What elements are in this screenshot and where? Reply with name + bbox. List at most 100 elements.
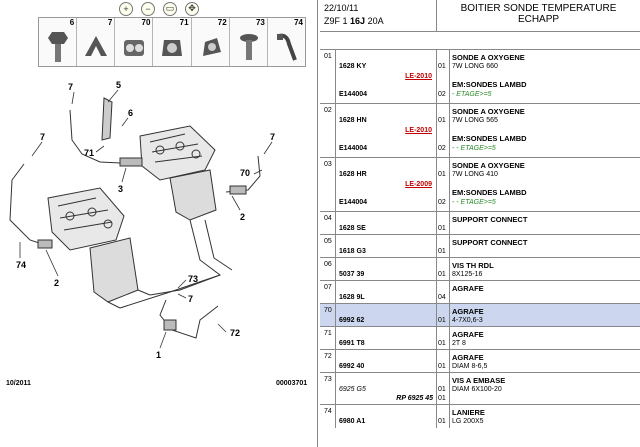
quantity: 01 — [438, 363, 446, 370]
desc-cell: SUPPORT CONNECT — [450, 235, 640, 257]
quantity: 01 — [438, 225, 446, 232]
quantity: 01 — [438, 317, 446, 324]
part-description: VIS A EMBASE — [452, 376, 506, 385]
callout-label: 6 — [128, 108, 133, 118]
zoom-toolbar: + − ▭ ✥ — [0, 0, 318, 17]
table-row[interactable]: 71 6991 T8 01 AGRAFE 2T 8 — [320, 327, 640, 350]
ref-cell: 5037 39 — [336, 258, 437, 280]
row-number: 05 — [320, 235, 336, 257]
part-reference: 6991 T8 — [339, 340, 365, 347]
part-thumb-73[interactable]: 73 — [230, 18, 268, 66]
table-row[interactable]: 74 6980 A1 01 LANIERE LG 200X5 — [320, 405, 640, 428]
qty-cell: 04 — [437, 281, 450, 303]
header-spacer — [320, 32, 640, 50]
quantity: 01 — [438, 418, 446, 425]
catalog-date: 22/10/11 — [324, 3, 359, 13]
ref-cell: 1628 KY LE-2010 E144004 — [336, 50, 437, 103]
replacement-reference: RP 6925 45 — [396, 395, 433, 402]
desc-cell: VIS A EMBASE DIAM 6X100-20 — [450, 373, 640, 404]
ref-cell: 6992 62 — [336, 304, 437, 326]
part-description: EM:SONDES LAMBD — [452, 134, 527, 143]
table-row[interactable]: 06 5037 39 01 VIS TH RDL 8X125-16 — [320, 258, 640, 281]
part-spec: DIAM 8-6,5 — [452, 363, 488, 370]
secondary-reference: E144004 — [339, 145, 368, 152]
callout-label: 70 — [240, 168, 250, 178]
model-code: Z9F 1 16J 20A — [324, 16, 384, 26]
qty-cell: 01 — [437, 350, 450, 372]
table-row[interactable]: 04 1628 SE 01 SUPPORT CONNECT — [320, 212, 640, 235]
part-description: AGRAFE — [452, 330, 484, 339]
desc-cell: SONDE A OXYGENE 7W LONG 410 EM:SONDES LA… — [450, 158, 640, 211]
callout-label: 71 — [84, 148, 94, 158]
part-number: 73 — [255, 18, 265, 27]
lot-link[interactable]: LE-2010 — [405, 127, 432, 134]
secondary-reference: E144004 — [339, 91, 368, 98]
table-row[interactable]: 02 1628 HN LE-2010 E144004 01 02 SONDE A… — [320, 104, 640, 158]
part-spec: 2T 8 — [452, 340, 466, 347]
part-thumb-71[interactable]: 71 — [153, 18, 192, 66]
part-thumb-7[interactable]: 7 — [77, 18, 116, 66]
superseded-reference: 6925 G5 — [339, 386, 366, 393]
row-number: 03 — [320, 158, 336, 211]
part-number: 72 — [217, 18, 227, 27]
quantity: 02 — [438, 91, 446, 98]
quantity: 01 — [438, 171, 446, 178]
part-description: LANIERE — [452, 408, 485, 417]
quantity: 01 — [438, 248, 446, 255]
row-number: 72 — [320, 350, 336, 372]
cable-tie-icon — [276, 33, 297, 61]
qty-cell: 01 — [437, 304, 450, 326]
part-description: SUPPORT CONNECT — [452, 215, 528, 224]
desc-cell: SUPPORT CONNECT — [450, 212, 640, 234]
diagram-panel: + − ▭ ✥ 6 7 70 71 72 73 74 — [0, 0, 318, 447]
table-row[interactable]: 05 1618 G3 01 SUPPORT CONNECT — [320, 235, 640, 258]
table-row[interactable]: 72 6992 40 01 AGRAFE DIAM 8-6,5 — [320, 350, 640, 373]
part-thumb-74[interactable]: 74 — [268, 18, 305, 66]
part-number: 71 — [179, 18, 189, 27]
callout-label: 7 — [270, 132, 275, 142]
zoom-fit-icon[interactable]: ▭ — [163, 1, 177, 16]
lot-link[interactable]: LE-2010 — [405, 73, 432, 80]
table-row[interactable]: 03 1628 HR LE-2009 E144004 01 02 SONDE A… — [320, 158, 640, 212]
part-description: EM:SONDES LAMBD — [452, 80, 527, 89]
callout-label: 73 — [188, 274, 198, 284]
screw-icon — [239, 34, 258, 60]
part-reference: 6980 A1 — [339, 418, 366, 425]
ref-cell: 1628 SE — [336, 212, 437, 234]
zoom-out-icon[interactable]: − — [141, 1, 155, 16]
part-description: SONDE A OXYGENE — [452, 107, 525, 116]
part-description: SONDE A OXYGENE — [452, 161, 525, 170]
part-reference: 6992 62 — [339, 317, 365, 324]
qty-cell: 01 02 — [437, 104, 450, 157]
table-row[interactable]: 73 6925 G5 RP 6925 45 01 01 VIS A EMBASE… — [320, 373, 640, 405]
callout-label: 3 — [118, 184, 123, 194]
qty-cell: 01 — [437, 405, 450, 428]
diagram-code: 00003701 — [276, 380, 308, 387]
callout-label: 7 — [68, 82, 73, 92]
part-thumb-70[interactable]: 70 — [115, 18, 154, 66]
table-row[interactable]: 01 1628 KY LE-2010 E144004 01 02 SONDE A… — [320, 50, 640, 104]
qty-cell: 01 02 — [437, 50, 450, 103]
part-reference: 1618 G3 — [339, 248, 366, 255]
table-row[interactable]: 07 1628 9L 04 AGRAFE — [320, 281, 640, 304]
zoom-pan-icon[interactable]: ✥ — [185, 1, 199, 16]
exploded-view-diagram: 5 6 7 71 3 7 70 2 7 74 2 73 7 72 1 — [9, 80, 275, 360]
callout-label: 7 — [40, 132, 45, 142]
part-reference: 1628 SE — [339, 225, 366, 232]
desc-cell: AGRAFE 4-7X0,6-3 — [450, 304, 640, 326]
part-reference: 5037 39 — [339, 271, 365, 278]
qty-cell: 01 — [437, 327, 450, 349]
part-thumb-72[interactable]: 72 — [192, 18, 230, 66]
quantity: 02 — [438, 199, 446, 206]
desc-cell: AGRAFE — [450, 281, 640, 303]
row-number: 02 — [320, 104, 336, 157]
table-row-selected[interactable]: 70 6992 62 01 AGRAFE 4-7X0,6-3 — [320, 304, 640, 327]
clip-icon — [202, 38, 221, 56]
zoom-in-icon[interactable]: + — [119, 1, 133, 16]
parts-list-header: 22/10/11 Z9F 1 16J 20A BOITIER SONDE TEM… — [320, 0, 640, 32]
lot-link[interactable]: LE-2009 — [405, 181, 432, 188]
part-description: EM:SONDES LAMBD — [452, 188, 527, 197]
quantity: 01 — [438, 271, 446, 278]
clip-icon — [85, 36, 108, 56]
part-thumb-6[interactable]: 6 — [39, 18, 78, 66]
